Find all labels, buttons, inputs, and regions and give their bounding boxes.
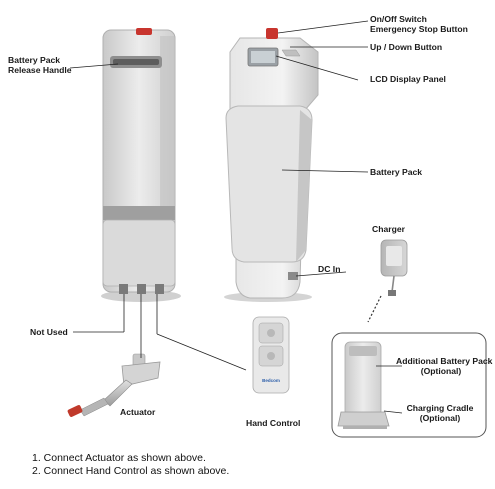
control-box-rear	[224, 28, 319, 302]
charging-cradle	[337, 411, 390, 427]
down-arrow-icon	[267, 352, 275, 360]
control-box-front	[101, 28, 181, 302]
label-dc-in: DC In	[318, 264, 341, 274]
label-additional-battery-pack: Additional Battery Pack (Optional)	[396, 356, 493, 376]
label-battery-pack: Battery Pack	[370, 167, 423, 177]
dc-in-port	[288, 272, 298, 280]
instruction-item: 2. Connect Hand Control as shown above.	[32, 465, 230, 477]
label-charging-cradle: Charging Cradle (Optional)	[406, 403, 474, 423]
label-emergency-stop-button: Emergency Stop Button	[370, 24, 468, 34]
hand-control	[252, 316, 290, 394]
hand-control-brand: Bedcom	[262, 378, 280, 383]
label-up-down-button: Up / Down Button	[370, 42, 443, 52]
label-actuator: Actuator	[120, 407, 156, 417]
up-arrow-icon	[267, 329, 275, 337]
actuator-tip	[67, 405, 83, 417]
charger	[367, 239, 408, 323]
label-lcd-display-panel: LCD Display Panel	[370, 74, 446, 84]
up-down-button	[281, 49, 301, 57]
label-not-used: Not Used	[30, 327, 68, 337]
label-on-off-switch: On/Off Switch	[370, 14, 427, 24]
label-hand-control: Hand Control	[246, 418, 301, 428]
label-battery-pack-release-handle: Battery Pack Release Handle	[8, 55, 72, 75]
emergency-stop-button-front	[136, 28, 152, 35]
actuator	[67, 353, 161, 417]
emergency-stop-button-rear	[266, 28, 278, 39]
instructions-list: 1. Connect Actuator as shown above. 2. C…	[32, 452, 229, 478]
optional-accessories-panel	[331, 332, 487, 438]
leader-lines	[69, 20, 403, 414]
instruction-item: 1. Connect Actuator as shown above.	[32, 452, 206, 464]
label-charger: Charger	[372, 224, 405, 234]
